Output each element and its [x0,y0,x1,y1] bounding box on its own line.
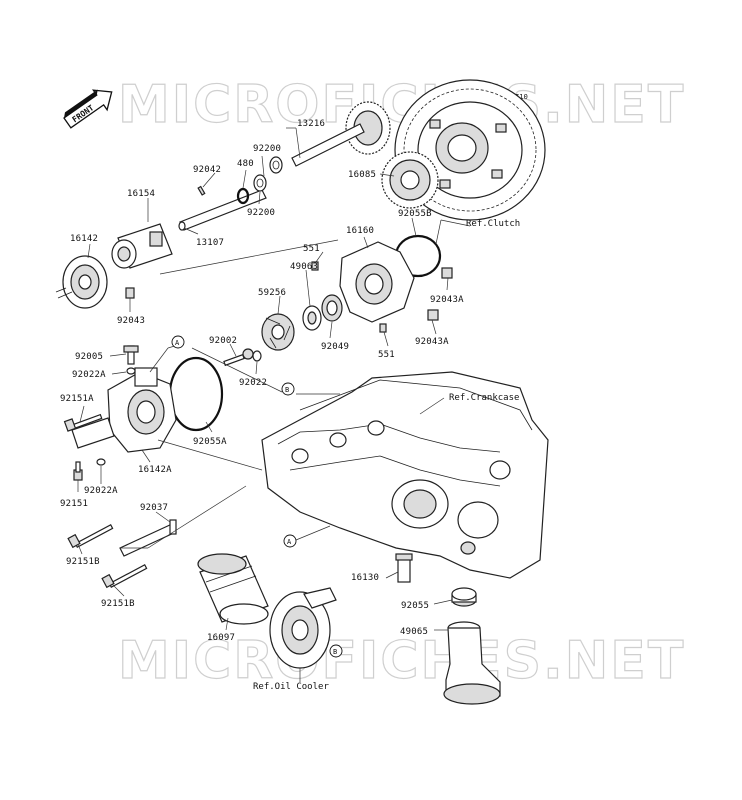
label-16160: 16160 [346,226,374,236]
bearing-92049-drawing [321,294,343,322]
label-92151A: 92151A [60,394,94,404]
bolt-92151 [73,461,83,481]
bolt-92151B-lower [101,564,148,589]
label-92200-top: 92200 [253,144,281,154]
pin-551-bottom [379,323,387,333]
callout-b-top-text: B [285,386,289,394]
pump-housing-16142A-drawing [71,367,177,453]
label-92037: 92037 [140,503,168,513]
label-92022A-bottom: 92022A [84,486,118,496]
ref-oil-cooler: Ref.Oil Cooler [253,682,329,692]
label-92043A-bottom: 92043A [415,337,449,347]
gear-16085-drawing [381,151,439,209]
label-92022A-top: 92022A [72,370,106,380]
label-92043A-top: 92043A [430,295,464,305]
label-551-bottom: 551 [378,350,395,360]
callout-a-bottom-text: A [287,538,292,546]
o-ring-92055A [168,356,224,432]
label-480: 480 [237,159,254,169]
bolt-92151A [63,413,103,432]
ref-crankcase: Ref.Crankcase [449,393,519,403]
front-arrow-icon: FRONT [63,89,113,129]
rotor-16154-drawing [111,223,173,269]
bolt-92002 [223,348,254,367]
label-59256: 59256 [258,288,286,298]
fitting-16130-drawing [395,553,413,583]
label-92049: 92049 [321,342,349,352]
label-16085: 16085 [348,170,376,180]
watermark-top: MICROFICHES.NET [118,75,685,135]
dowel-92043A-bottom [427,309,439,321]
callout-a-bottom: A [283,534,297,548]
oil-cooler-drawing [269,587,337,669]
label-92055: 92055 [401,601,429,611]
label-92055A: 92055A [193,437,227,447]
pump-body-16142-drawing [55,255,108,309]
ring-92055-drawing [451,587,477,607]
hose-bracket-92037-drawing [119,519,177,557]
label-551-top: 551 [303,244,320,254]
label-16097: 16097 [207,633,235,643]
label-92002: 92002 [209,336,237,346]
label-49065: 49065 [400,627,428,637]
oil-filter-16097-drawing [197,553,269,625]
label-92151: 92151 [60,499,88,509]
label-92055B: 92055B [398,209,432,219]
label-92200-bottom: 92200 [247,208,275,218]
gear-13216-drawing [291,101,391,167]
label-92042: 92042 [193,165,221,175]
washer-92022 [252,350,262,362]
callout-b-top: B [281,382,295,396]
pipe-49065-drawing [443,621,501,705]
pump-cover-16160-drawing [339,241,415,323]
shaft-13107-drawing [178,189,267,231]
callout-a-top-text: A [175,339,180,347]
washer-92022A-bottom [96,458,106,466]
callout-a-top: A [171,335,185,349]
leader-lines [77,127,471,682]
pin-551-top [311,261,319,271]
label-92022: 92022 [239,378,267,388]
washer-92022A-top [126,367,136,375]
label-16130: 16130 [351,573,379,583]
label-92043: 92043 [117,316,145,326]
callout-b-bottom-text: B [333,648,337,656]
crankcase-drawing [261,371,549,579]
label-13216: 13216 [297,119,325,129]
impeller-59256-drawing [261,313,295,351]
label-92005: 92005 [75,352,103,362]
seal-49063-drawing [302,305,322,331]
label-13107: 13107 [196,238,224,248]
pin-92043 [125,287,135,299]
label-16142A: 16142A [138,465,172,475]
label-92151B-upper: 92151B [66,557,100,567]
bolt-92151B-upper [67,524,114,549]
label-92151B-lower: 92151B [101,599,135,609]
small-parts-480-92200 [197,156,283,205]
callout-b-bottom: B [329,644,343,658]
watermark-bottom: MICROFICHES.NET [118,631,685,691]
label-16154: 16154 [127,189,155,199]
label-49063: 49063 [290,262,318,272]
dowel-92043A-top [441,267,453,279]
bolt-92005 [123,345,139,365]
label-16142: 16142 [70,234,98,244]
ref-clutch: Ref.Clutch [466,219,520,229]
